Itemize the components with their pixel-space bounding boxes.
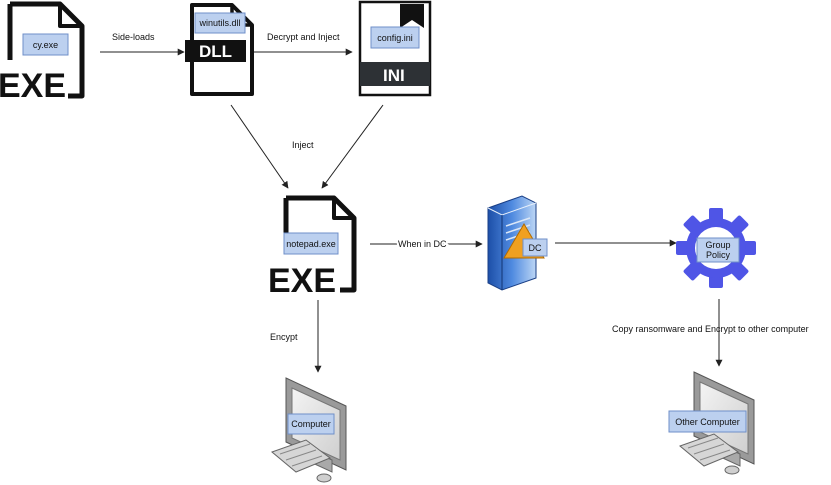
edge-decrypt-inject: Decrypt and Inject — [253, 32, 353, 56]
exe-file-icon: EXE — [268, 195, 357, 300]
edge-when-in-dc: When in DC — [370, 237, 483, 251]
edge-encrypt: Encypt — [270, 300, 322, 373]
node-computer: Computer — [271, 377, 347, 483]
edge-label-sideloads: Side-loads — [112, 32, 155, 42]
file-badge-exe: EXE — [268, 262, 336, 300]
node-tag — [283, 232, 339, 255]
node-winutils-dll: DLL winutils.dll — [185, 3, 254, 96]
node-label-cy-exe: cy.exe — [33, 40, 58, 50]
node-label-config-ini: config.ini — [377, 33, 413, 43]
edge-label-copy: Copy ransomware and Encrypt to other com… — [612, 324, 809, 334]
node-tag — [370, 26, 420, 49]
node-label-other-computer: Other Computer — [675, 417, 740, 427]
node-label-group-policy-line1: Group — [705, 240, 730, 250]
node-cy-exe: EXE cy.exe — [0, 1, 85, 105]
server-icon — [487, 195, 537, 291]
edge-label-when-in-dc: When in DC — [398, 239, 447, 249]
node-label-notepad-exe: notepad.exe — [286, 239, 336, 249]
file-badge-exe: EXE — [0, 67, 66, 105]
node-tag — [194, 12, 246, 34]
node-tag — [696, 237, 740, 263]
edge-inject: Inject — [230, 104, 384, 189]
file-badge-ini: INI — [383, 66, 405, 85]
node-label-group-policy-line2: Policy — [706, 250, 731, 260]
node-other-computer: Other Computer — [668, 371, 755, 475]
node-label-winutils-dll: winutils.dll — [198, 18, 240, 28]
node-label-computer: Computer — [291, 419, 331, 429]
node-dc: DC — [487, 195, 548, 291]
edge-label-inject: Inject — [292, 140, 314, 150]
file-badge-dll: DLL — [199, 42, 232, 61]
edge-label-encrypt: Encypt — [270, 332, 298, 342]
edge-sideloads: Side-loads — [100, 32, 185, 56]
node-config-ini: INI config.ini — [358, 0, 432, 97]
node-tag — [287, 413, 335, 435]
node-label-dc: DC — [529, 243, 542, 253]
node-tag — [522, 238, 548, 257]
node-tag — [22, 33, 69, 56]
exe-file-icon: EXE — [0, 1, 85, 105]
edge-label-decrypt-inject: Decrypt and Inject — [267, 32, 340, 42]
edge-copy: Copy ransomware and Encrypt to other com… — [612, 299, 809, 367]
node-tag — [668, 410, 747, 433]
node-notepad-exe: EXE notepad.exe — [268, 195, 357, 300]
node-group-policy: Group Policy — [676, 208, 756, 288]
